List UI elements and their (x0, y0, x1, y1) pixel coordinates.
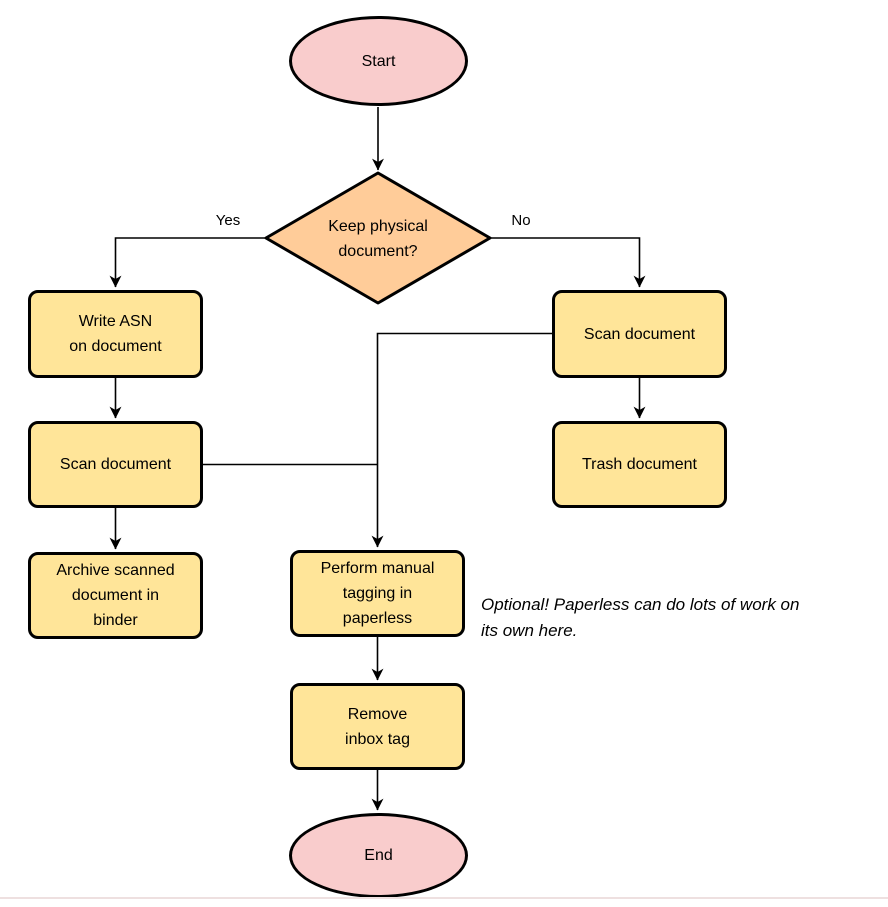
bottom-divider (0, 897, 888, 899)
remove-inbox-tag-node: Remove inbox tag (290, 683, 465, 770)
edge-scan-right-perform (371, 332, 552, 548)
archive-node: Archive scanned document in binder (28, 552, 203, 639)
scan-document-right-node: Scan document (552, 290, 727, 378)
edge-decision-scan-right (490, 237, 646, 288)
end-node: End (289, 813, 468, 898)
perform-tagging-node: Perform manual tagging in paperless (290, 550, 465, 637)
edge-decision-write-asn (109, 237, 266, 288)
decision-node-label: Keep physical document? (328, 218, 428, 260)
write-asn-node: Write ASN on document (28, 290, 203, 378)
decision-diamond-shape (264, 171, 492, 305)
trash-document-node: Trash document (552, 421, 727, 508)
optional-note: Optional! Paperless can do lots of work … (481, 595, 800, 640)
edge-label-yes: Yes (215, 212, 241, 229)
edge-label-no: No (511, 212, 531, 229)
start-node: Start (289, 16, 468, 106)
scan-document-left-node: Scan document (28, 421, 203, 508)
